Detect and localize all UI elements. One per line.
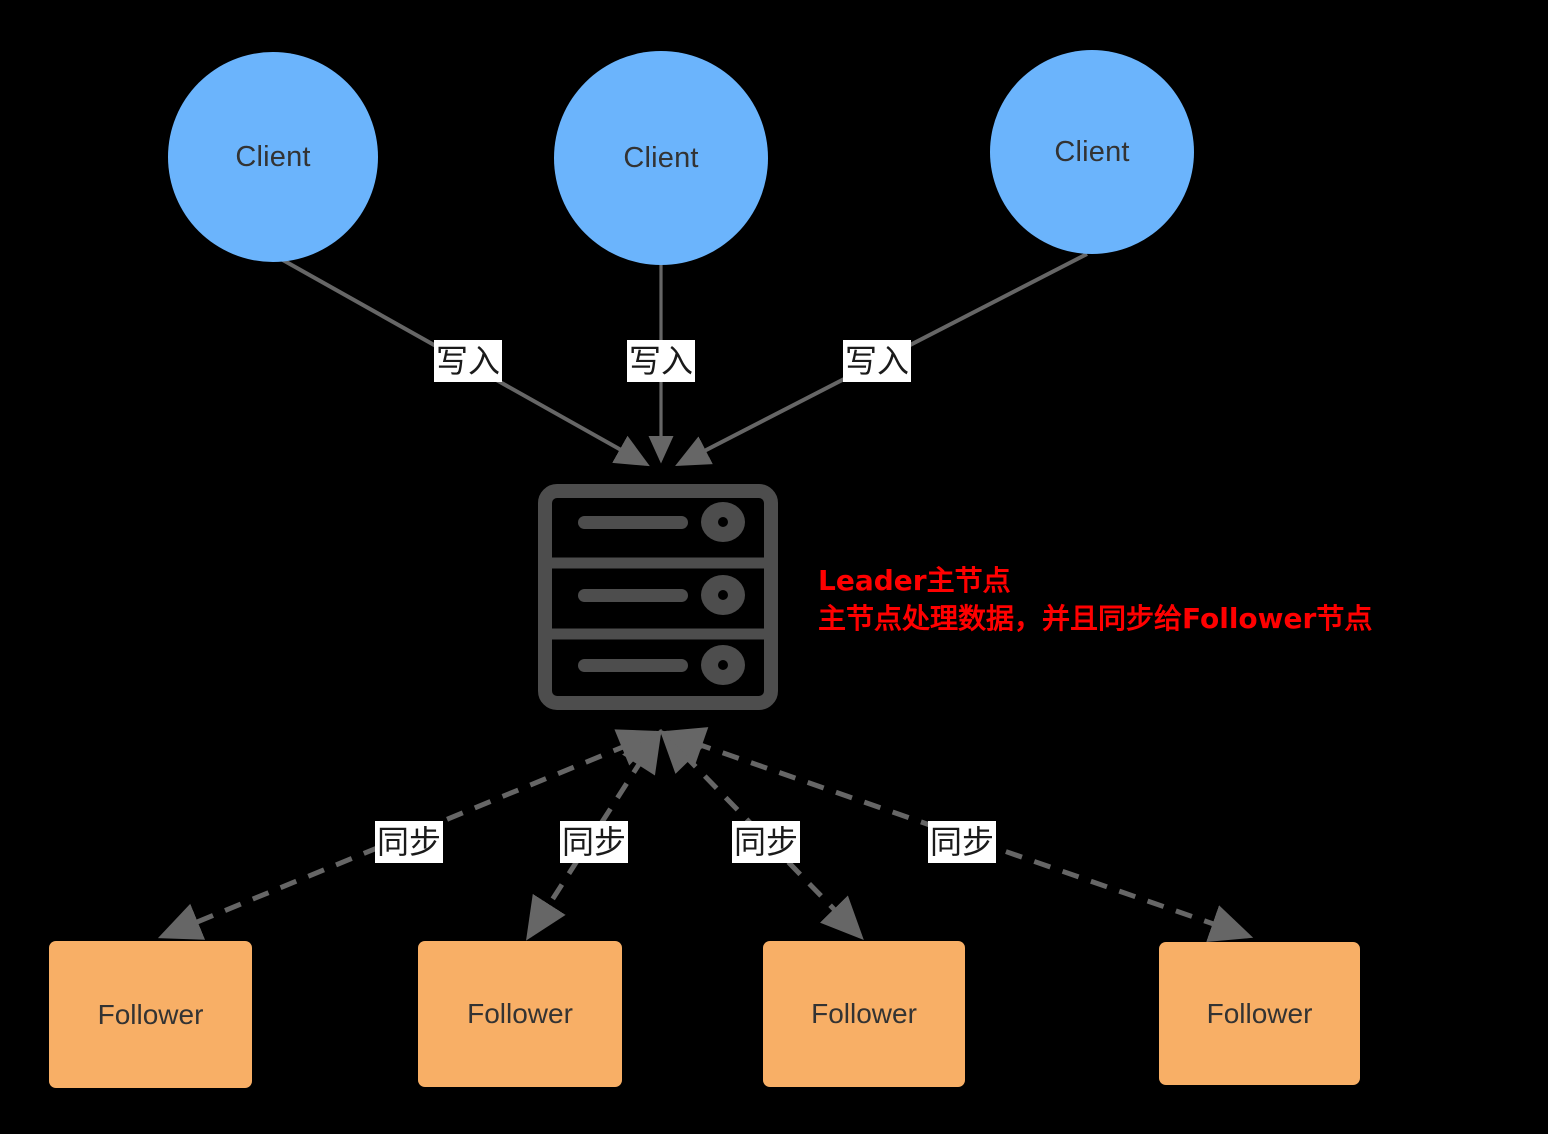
edge-label-write-1: 写入 — [434, 340, 503, 382]
edge-label-sync-3: 同步 — [732, 821, 801, 863]
client-node-3[interactable]: Client — [990, 50, 1194, 254]
client-node-label: Client — [1054, 135, 1130, 168]
follower-node-2[interactable]: Follower — [418, 941, 622, 1087]
follower-node-label: Follower — [467, 998, 573, 1029]
follower-node-3[interactable]: Follower — [763, 941, 965, 1087]
client-node-2[interactable]: Client — [554, 51, 768, 265]
leader-annotation: Leader主节点 主节点处理数据，并且同步给Follower节点 — [818, 562, 1372, 638]
edge-label-sync-1: 同步 — [375, 821, 444, 863]
annotation-line-1: Leader主节点 — [818, 564, 1011, 597]
follower-node-label: Follower — [1206, 997, 1313, 1029]
edge-label-write-2: 写入 — [627, 340, 696, 382]
leader-server-icon[interactable] — [538, 484, 778, 710]
client-node-label: Client — [235, 140, 311, 173]
client-node-1[interactable]: Client — [168, 52, 378, 262]
edge-label-sync-2: 同步 — [560, 821, 629, 863]
client-node-label: Client — [623, 141, 699, 174]
follower-node-1[interactable]: Follower — [49, 941, 252, 1088]
edge-label-write-3: 写入 — [843, 340, 912, 382]
annotation-line-2: 主节点处理数据，并且同步给Follower节点 — [818, 602, 1373, 635]
follower-node-4[interactable]: Follower — [1159, 942, 1360, 1085]
edge-label-sync-4: 同步 — [928, 821, 997, 863]
follower-node-label: Follower — [97, 998, 204, 1030]
follower-node-label: Follower — [811, 998, 917, 1029]
